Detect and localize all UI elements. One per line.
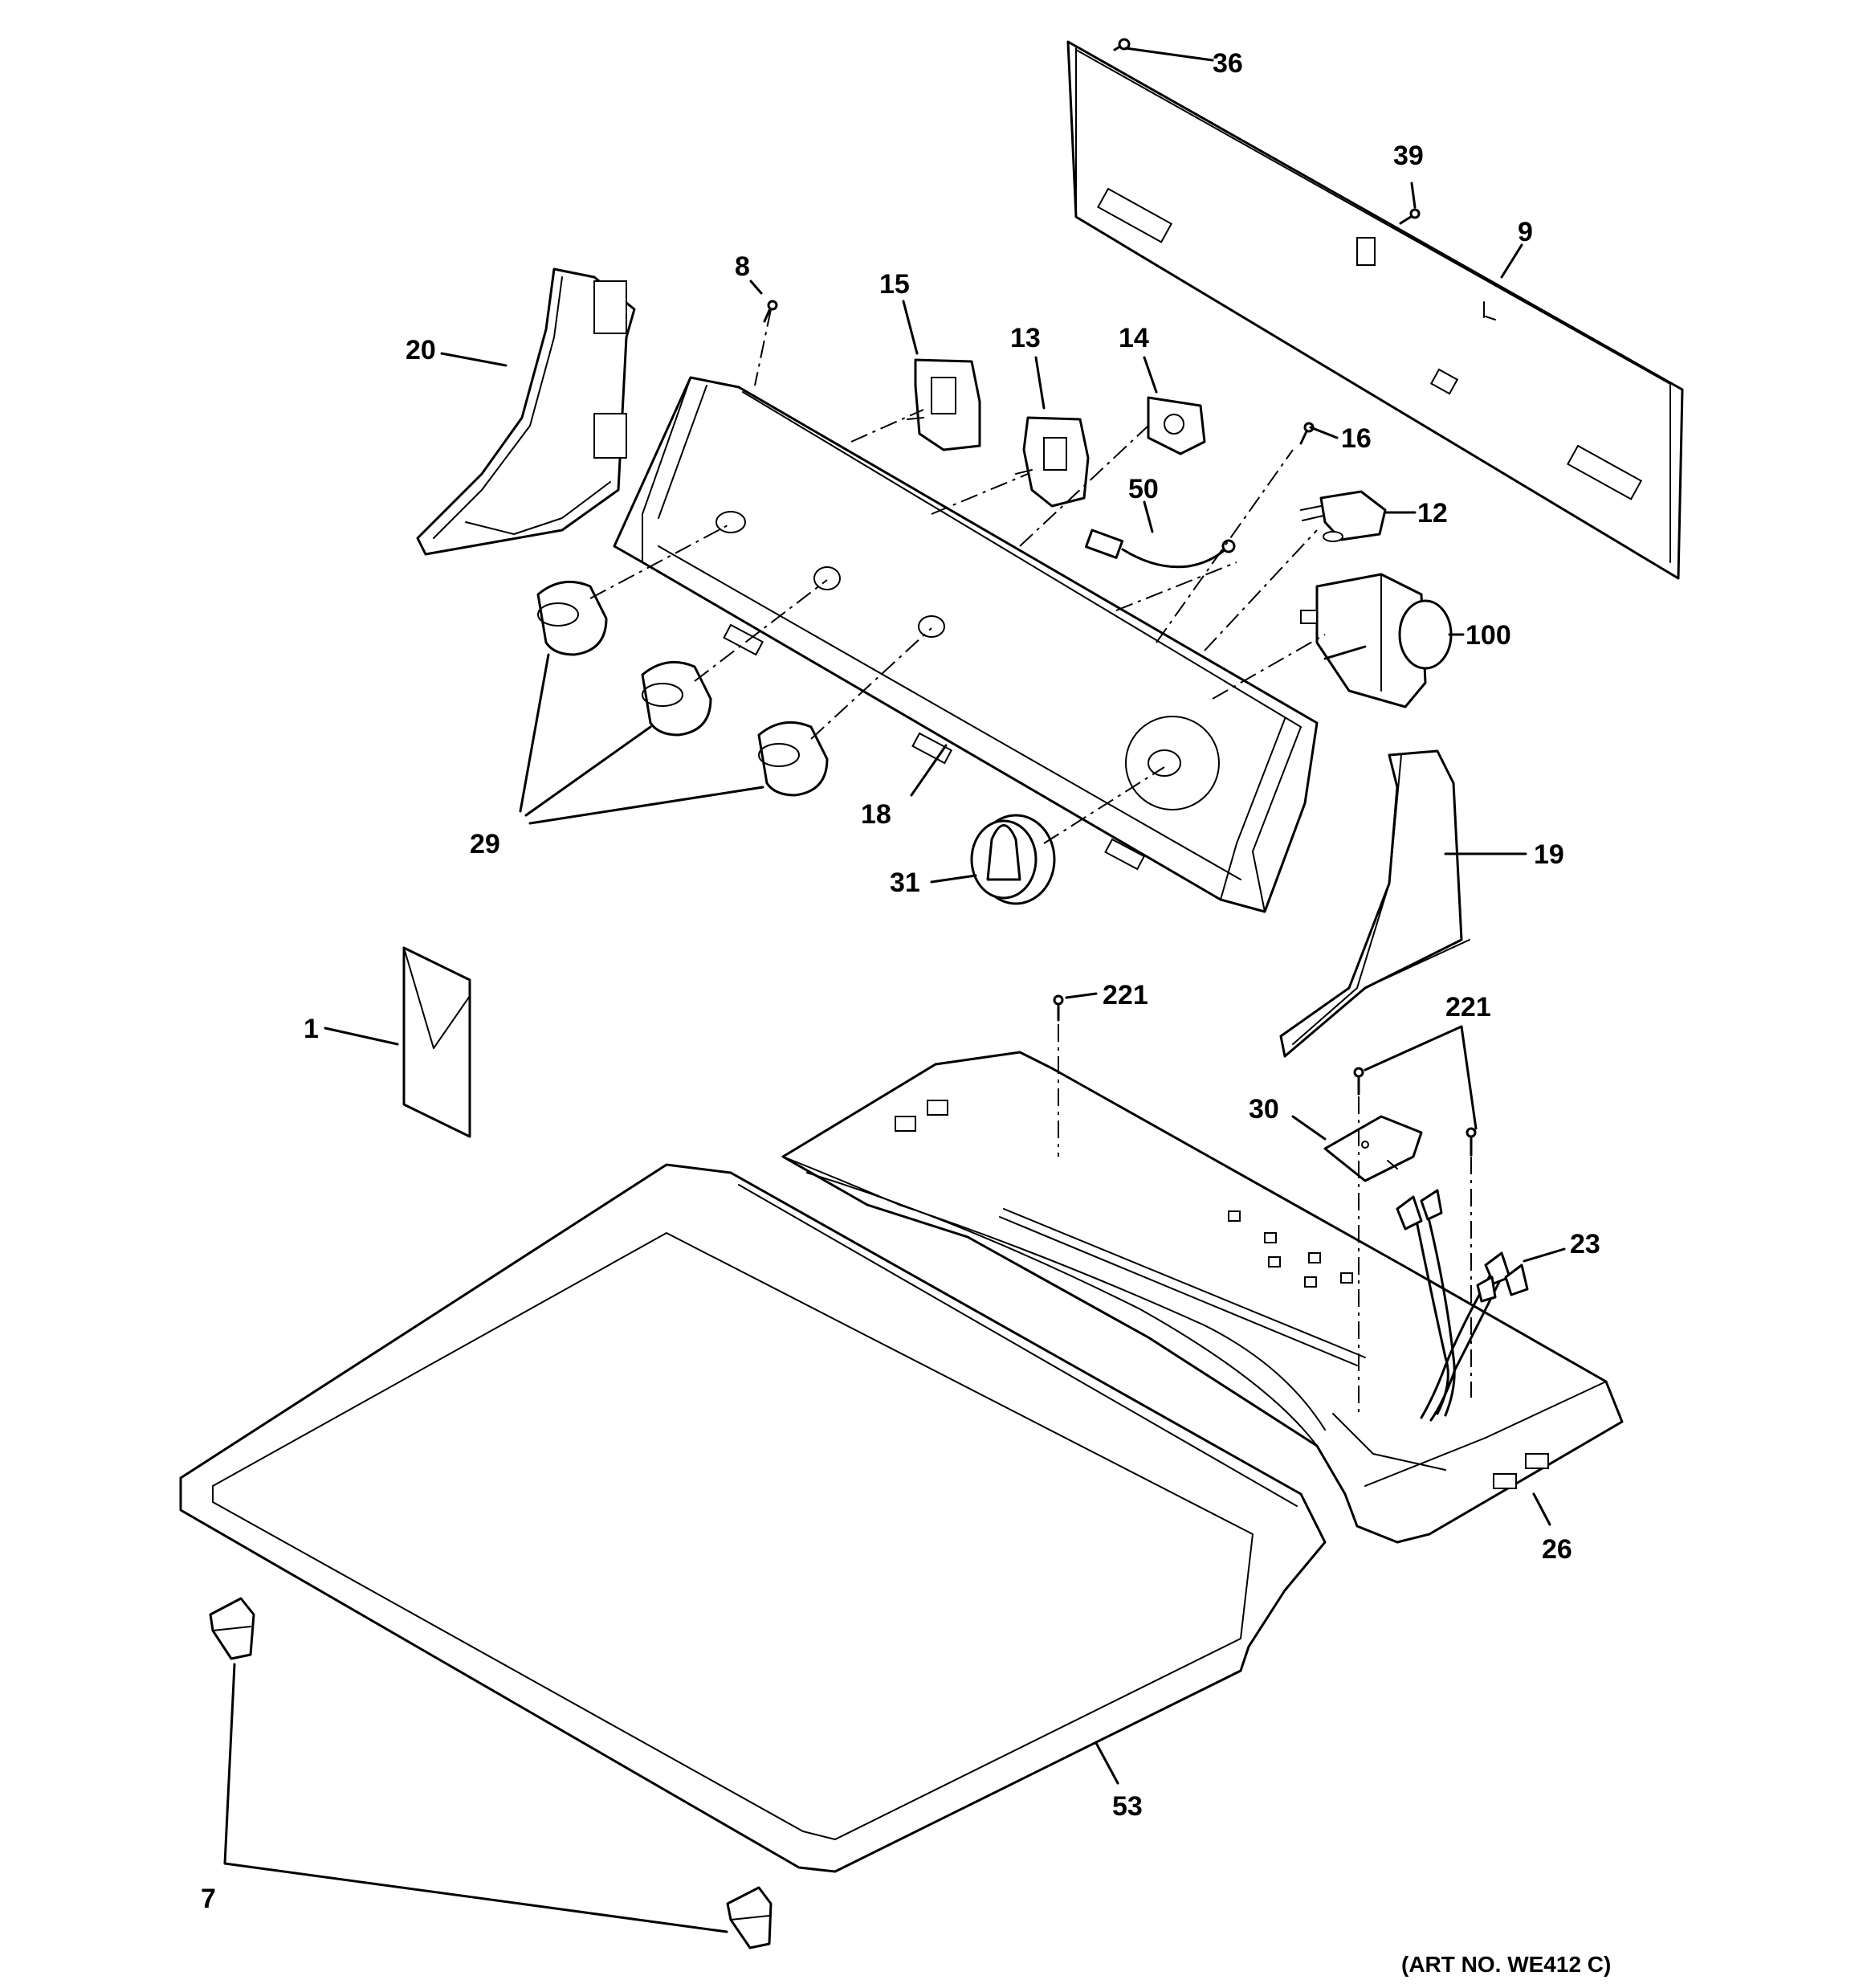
knob-29-c bbox=[757, 720, 829, 797]
callout-23: 23 bbox=[1570, 1229, 1600, 1259]
callout-36: 36 bbox=[1213, 48, 1243, 79]
callout-19: 19 bbox=[1534, 839, 1564, 870]
backsplash-panel bbox=[1066, 40, 1684, 580]
screw-8 bbox=[763, 300, 778, 323]
callout-29: 29 bbox=[470, 829, 500, 859]
screw-36 bbox=[1113, 38, 1131, 51]
callout-14: 14 bbox=[1119, 323, 1149, 353]
callout-16: 16 bbox=[1341, 423, 1372, 454]
callout-13: 13 bbox=[1010, 323, 1041, 353]
top-cover bbox=[179, 1163, 1327, 1873]
callout-221-a: 221 bbox=[1103, 980, 1148, 1010]
callout-50: 50 bbox=[1128, 474, 1159, 504]
callout-20: 20 bbox=[406, 335, 436, 365]
art-number: (ART NO. WE412 C) bbox=[1401, 1952, 1611, 1977]
hinge-clip-a bbox=[209, 1597, 255, 1660]
callout-7: 7 bbox=[201, 1884, 216, 1914]
control-panel bbox=[613, 376, 1319, 913]
left-end-cap bbox=[416, 267, 636, 556]
callout-15: 15 bbox=[879, 269, 910, 300]
callout-39: 39 bbox=[1393, 141, 1424, 171]
screw-39 bbox=[1399, 208, 1421, 225]
right-end-cap bbox=[1279, 749, 1470, 1058]
hinge-clip-b bbox=[726, 1886, 773, 1949]
callout-1: 1 bbox=[304, 1014, 319, 1044]
callout-labels: 36 39 9 8 15 13 14 20 16 12 50 100 29 18… bbox=[201, 48, 1611, 1977]
callout-221-b: 221 bbox=[1445, 992, 1491, 1023]
timer-100 bbox=[1300, 573, 1453, 708]
callout-30: 30 bbox=[1249, 1094, 1279, 1125]
wire-50 bbox=[1084, 529, 1236, 569]
cover-plate bbox=[1323, 1115, 1423, 1182]
callout-31: 31 bbox=[890, 867, 920, 898]
callout-18: 18 bbox=[861, 799, 891, 830]
callout-9: 9 bbox=[1518, 217, 1533, 247]
switch-14 bbox=[1147, 396, 1206, 455]
screw-221-c bbox=[1466, 1127, 1477, 1157]
callout-26: 26 bbox=[1542, 1534, 1572, 1565]
literature-envelope bbox=[402, 946, 471, 1138]
knob-29-a bbox=[536, 580, 608, 656]
screw-221-b bbox=[1353, 1067, 1364, 1096]
screw-221-a bbox=[1053, 994, 1064, 1022]
knob-31 bbox=[970, 814, 1056, 905]
buzzer-12 bbox=[1300, 490, 1387, 542]
switch-15 bbox=[907, 358, 981, 451]
callout-12: 12 bbox=[1417, 498, 1448, 529]
top-support-bracket bbox=[781, 1051, 1624, 1544]
wire-harness-23 bbox=[1396, 1189, 1529, 1422]
knob-29-b bbox=[641, 660, 712, 737]
callout-8: 8 bbox=[735, 251, 750, 282]
leader-lines bbox=[223, 47, 1566, 1933]
callout-53: 53 bbox=[1112, 1791, 1143, 1822]
assembly-lines bbox=[589, 308, 1472, 1414]
callout-100: 100 bbox=[1466, 620, 1511, 651]
